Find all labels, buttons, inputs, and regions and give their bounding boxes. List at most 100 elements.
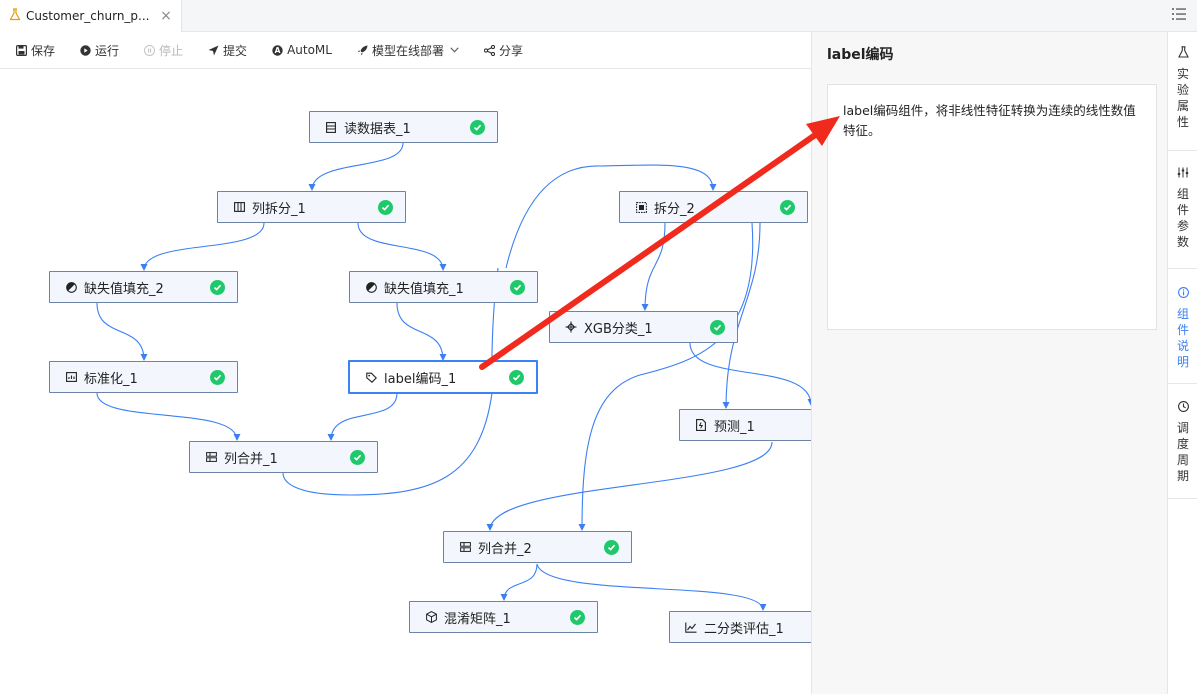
half-circle-icon — [64, 281, 78, 293]
success-check-icon — [604, 540, 619, 555]
success-check-icon — [570, 610, 585, 625]
toolbar: 保存 运行 停止 提交 A AutoML — [0, 32, 811, 69]
share-button[interactable]: 分享 — [483, 42, 523, 59]
panel-description-box: label编码组件，将非线性特征转换为连续的线性数值特征。 — [827, 84, 1157, 330]
success-check-icon — [210, 280, 225, 295]
edge-colsplit-to-fill2 — [140, 222, 265, 271]
node-label: 读数据表_1 — [344, 121, 411, 137]
share-icon — [483, 44, 495, 56]
node-label-encode[interactable]: label编码_1 — [348, 360, 538, 394]
edge-fill1-to-label — [396, 302, 447, 361]
success-check-icon — [378, 200, 393, 215]
flask-icon — [1177, 46, 1189, 62]
node-label: label编码_1 — [384, 371, 457, 387]
side-tab-label: 组件参数 — [1176, 187, 1189, 249]
submit-button[interactable]: 提交 — [208, 42, 247, 59]
save-label: 保存 — [31, 43, 56, 58]
side-tab-experiment-props[interactable]: 实验属性 — [1168, 46, 1197, 130]
tab-experiment[interactable]: Customer_churn_p... × — [0, 0, 182, 32]
component-info-panel: label编码 label编码组件，将非线性特征转换为连续的线性数值特征。 — [811, 32, 1167, 694]
node-label: 标准化_1 — [84, 371, 138, 387]
success-check-icon — [210, 370, 225, 385]
half-circle-icon — [364, 281, 378, 293]
list-menu-icon[interactable] — [1171, 6, 1189, 24]
tab-title: Customer_churn_p... — [26, 9, 150, 23]
side-tab-component-params[interactable]: 组件参数 — [1168, 166, 1197, 250]
automl-icon: A — [272, 44, 283, 56]
chevron-down-icon — [450, 45, 459, 56]
success-check-icon — [510, 280, 525, 295]
node-split-2[interactable]: 拆分_2 — [619, 191, 808, 223]
success-check-icon — [780, 200, 795, 215]
run-label: 运行 — [95, 43, 120, 58]
cube-icon — [424, 611, 438, 623]
node-col-merge-2[interactable]: 列合并_2 — [443, 531, 632, 563]
stop-label: 停止 — [159, 43, 184, 58]
edge-split2-to-xgb — [641, 222, 666, 311]
submit-label: 提交 — [223, 43, 248, 58]
tag-icon — [364, 372, 378, 383]
node-label: 列拆分_1 — [252, 201, 306, 217]
node-col-split[interactable]: 列拆分_1 — [217, 191, 406, 223]
divider — [1168, 268, 1197, 269]
success-check-icon — [470, 120, 485, 135]
edge-std-to-merge1 — [96, 392, 241, 441]
panel-title: label编码 — [827, 47, 894, 63]
side-tab-label: 组件说明 — [1176, 307, 1189, 369]
node-confusion-matrix[interactable]: 混淆矩阵_1 — [409, 601, 598, 633]
rocket-icon — [357, 45, 368, 56]
workflow-canvas[interactable]: 读数据表_1 列拆分_1 缺失值填充_2 缺失值填充_1 标准化_1 label… — [0, 70, 811, 694]
node-label: 混淆矩阵_1 — [444, 611, 511, 627]
panel-description: label编码组件，将非线性特征转换为连续的线性数值特征。 — [843, 103, 1136, 138]
node-fill-missing-1[interactable]: 缺失值填充_1 — [349, 271, 538, 303]
chart-bars-icon — [64, 372, 78, 382]
run-button[interactable]: 运行 — [80, 42, 119, 59]
stop-icon — [144, 44, 156, 56]
share-label: 分享 — [498, 43, 523, 58]
side-tab-component-desc[interactable]: 组件说明 — [1168, 286, 1197, 370]
edge-label-to-merge1 — [327, 392, 398, 441]
node-fill-missing-2[interactable]: 缺失值填充_2 — [49, 271, 238, 303]
deploy-label: 模型在线部署 — [371, 43, 444, 58]
divider — [1168, 498, 1197, 499]
node-read-table[interactable]: 读数据表_1 — [309, 111, 498, 143]
save-button[interactable]: 保存 — [16, 42, 55, 59]
merge-rows-icon — [204, 452, 218, 462]
automl-button[interactable]: A AutoML — [272, 43, 332, 57]
side-tab-schedule[interactable]: 调度周期 — [1168, 400, 1197, 484]
node-predict[interactable]: 预测_1 — [679, 409, 811, 441]
split-icon — [634, 201, 648, 213]
flask-icon — [9, 7, 21, 25]
stop-button[interactable]: 停止 — [144, 42, 183, 59]
line-chart-icon — [684, 622, 698, 633]
play-icon — [80, 44, 91, 56]
node-standardize[interactable]: 标准化_1 — [49, 361, 238, 393]
node-label: 列合并_2 — [478, 541, 532, 557]
edge-merge2-to-eval — [536, 563, 767, 611]
edge-colsplit-to-fill1 — [357, 222, 447, 271]
node-col-merge-1[interactable]: 列合并_1 — [189, 441, 378, 473]
success-check-icon — [509, 370, 524, 385]
tab-bar: Customer_churn_p... × — [0, 0, 1197, 32]
edge-xgb-to-predict — [689, 342, 811, 406]
side-tab-bar: 实验属性 组件参数 组件说明 调度周期 — [1167, 32, 1197, 694]
columns-icon — [232, 202, 246, 212]
success-check-icon — [350, 450, 365, 465]
edge-read-to-colsplit — [308, 142, 404, 191]
divider — [1168, 383, 1197, 384]
node-xgb-classify[interactable]: XGB分类_1 — [549, 311, 738, 343]
merge-rows-icon — [458, 542, 472, 552]
edge-predict-to-merge2 — [486, 441, 773, 531]
deploy-dropdown[interactable]: 模型在线部署 — [357, 42, 459, 59]
close-icon[interactable]: × — [160, 8, 172, 24]
svg-text:A: A — [275, 46, 281, 55]
side-tab-label: 调度周期 — [1176, 421, 1189, 483]
node-binary-eval[interactable]: 二分类评估_1 — [669, 611, 811, 643]
node-label: 缺失值填充_2 — [84, 281, 164, 297]
node-label: 缺失值填充_1 — [384, 281, 464, 297]
edge-fill2-to-std — [96, 302, 148, 361]
node-label: 列合并_1 — [224, 451, 278, 467]
document-icon — [694, 419, 708, 431]
success-check-icon — [710, 320, 725, 335]
